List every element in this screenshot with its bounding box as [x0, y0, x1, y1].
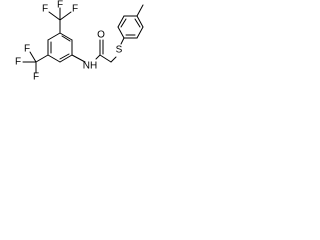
ring2-bond	[136, 15, 144, 28]
bond-cf3b-f2	[29, 51, 37, 63]
ring1-bond	[47, 54, 61, 63]
atom-label-o: O	[97, 30, 105, 41]
molecule-structure: F F F F F F O NH S	[0, 0, 159, 114]
atom-label-f: F	[33, 72, 39, 83]
atom-label-f: F	[72, 4, 78, 15]
bond-methyl	[136, 4, 144, 17]
ring2-bond	[117, 15, 125, 28]
structure-drawing: F F F F F F O NH S	[15, 0, 144, 83]
atom-label-nh: NH	[83, 61, 97, 72]
ring1-bond	[47, 32, 61, 41]
atom-label-f: F	[15, 57, 21, 68]
bond-s-ring	[120, 37, 125, 45]
ring2-double-bond	[120, 18, 127, 28]
bond-n-c	[95, 54, 101, 60]
bond-cf3a-f1	[48, 11, 61, 21]
ring1-bond	[59, 32, 73, 41]
atom-label-f: F	[24, 44, 30, 55]
atom-label-f: F	[57, 0, 63, 11]
ring2-bond	[136, 26, 144, 39]
ring2-double-bond	[134, 18, 141, 28]
bond-c-ch2	[99, 54, 112, 63]
ring2-bond	[117, 26, 125, 39]
bond-cf3a-f3	[59, 11, 72, 21]
atom-label-s: S	[116, 45, 123, 56]
ring1-double-bond	[61, 35, 71, 42]
atom-label-f: F	[42, 4, 48, 15]
bond-ring-n	[71, 54, 86, 63]
ring1-double-bond	[59, 53, 70, 60]
bond-ch2-s	[110, 56, 117, 63]
bond-cf3b-c	[35, 54, 49, 63]
ring1-bond	[59, 54, 73, 63]
